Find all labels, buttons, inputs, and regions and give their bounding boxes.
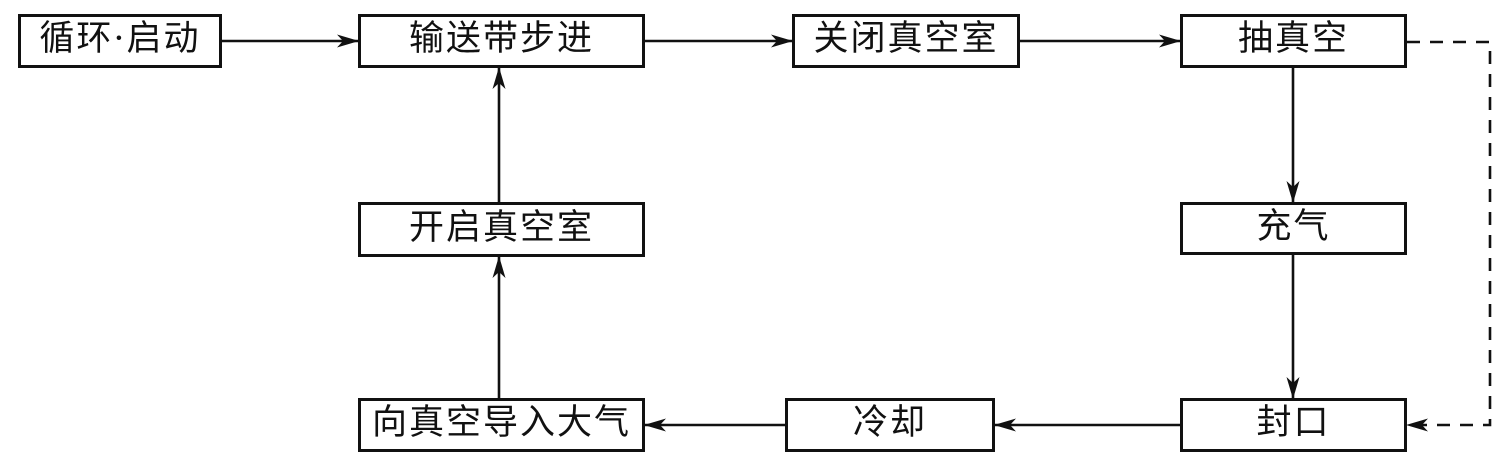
node-admit-air-to-vacuum: 向真空导入大气 (358, 398, 645, 452)
node-close-vacuum-chamber-label: 关闭真空室 (813, 19, 999, 59)
node-inflate-gas: 充气 (1180, 202, 1407, 255)
node-seal-label: 封口 (1256, 403, 1331, 443)
node-conveyor-step: 输送带步进 (358, 14, 645, 68)
node-open-vacuum-chamber-label: 开启真空室 (408, 207, 594, 248)
node-cycle-start-label: 循环·启动 (39, 19, 201, 59)
node-cooling-label: 冷却 (852, 403, 927, 443)
node-admit-air-to-vacuum-label: 向真空导入大气 (371, 403, 631, 443)
node-inflate-gas-label: 充气 (1256, 206, 1331, 247)
node-cycle-start: 循环·启动 (18, 14, 222, 68)
node-cooling: 冷却 (785, 398, 995, 452)
edge-evacuate-to-seal-dashed (1406, 40, 1492, 432)
node-conveyor-step-label: 输送带步进 (408, 19, 594, 59)
node-open-vacuum-chamber: 开启真空室 (358, 202, 645, 257)
node-evacuate-label: 抽真空 (1237, 19, 1349, 59)
node-close-vacuum-chamber: 关闭真空室 (792, 14, 1020, 68)
node-seal: 封口 (1180, 398, 1407, 452)
node-evacuate: 抽真空 (1180, 14, 1407, 68)
